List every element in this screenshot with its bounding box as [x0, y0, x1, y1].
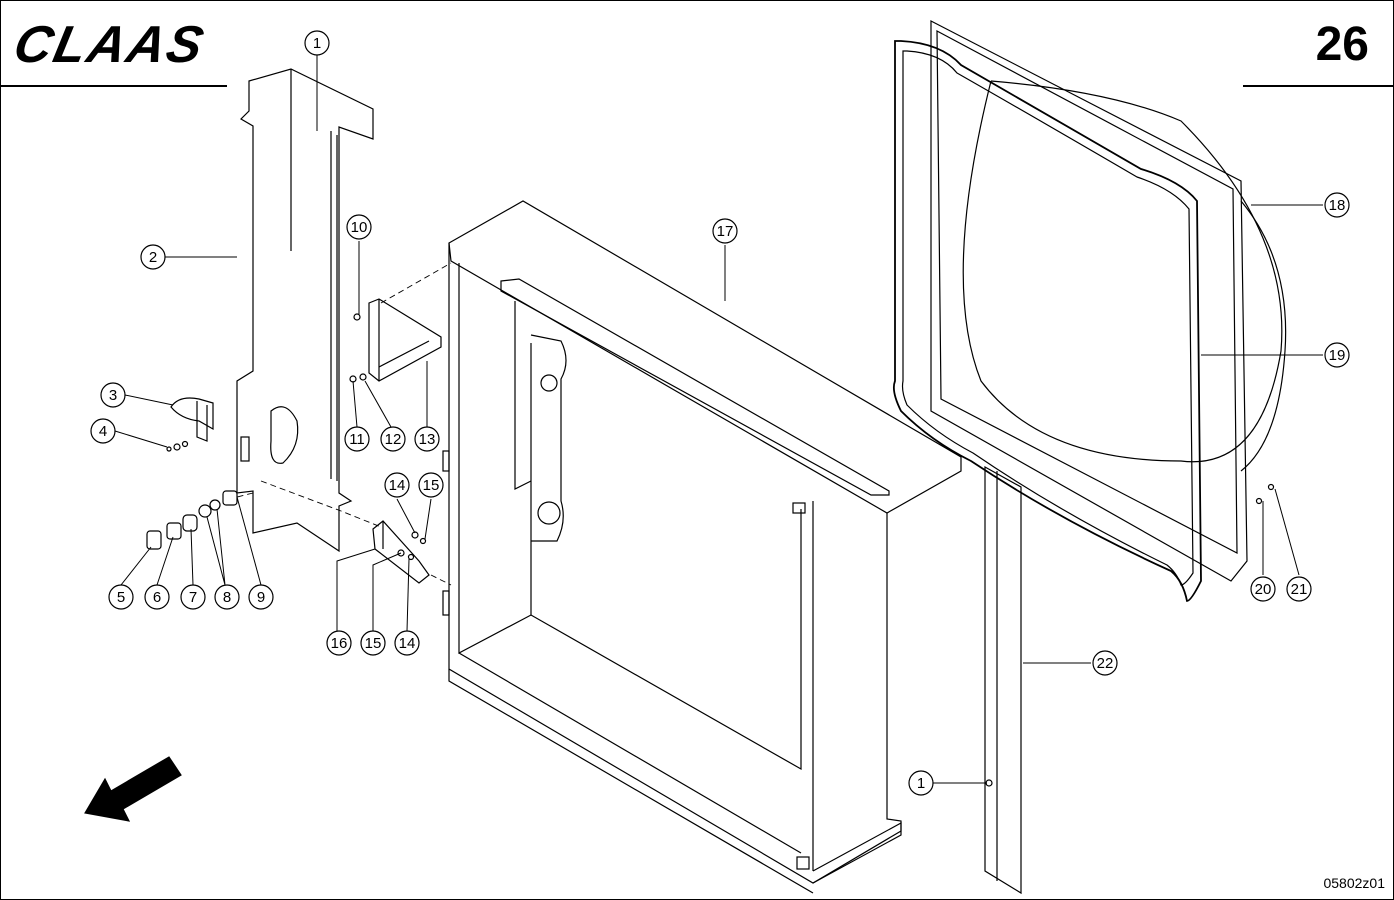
callout-3: 3 — [100, 382, 126, 408]
callout-18: 18 — [1324, 192, 1350, 218]
callout-7: 7 — [180, 584, 206, 610]
svg-text:19: 19 — [1329, 347, 1346, 364]
callout-14-upper: 14 — [384, 472, 410, 498]
callout-11: 11 — [344, 426, 370, 452]
callout-15-upper: 15 — [418, 472, 444, 498]
svg-text:14: 14 — [389, 477, 406, 494]
callout-5: 5 — [108, 584, 134, 610]
callout-9: 9 — [248, 584, 274, 610]
svg-text:5: 5 — [117, 589, 125, 606]
callout-17: 17 — [712, 218, 738, 244]
svg-text:9: 9 — [257, 589, 265, 606]
assembly-lines — [236, 262, 452, 586]
svg-text:22: 22 — [1097, 655, 1114, 672]
callout-15-lower: 15 — [360, 630, 386, 656]
svg-text:7: 7 — [189, 589, 197, 606]
part-fittings — [146, 490, 238, 550]
leader-lines — [114, 55, 1323, 784]
svg-text:2: 2 — [149, 249, 157, 266]
callout-6: 6 — [144, 584, 170, 610]
callout-4: 4 — [90, 418, 116, 444]
part-fan-shroud — [892, 20, 1287, 602]
svg-text:1: 1 — [313, 35, 321, 52]
callout-14-lower: 14 — [394, 630, 420, 656]
svg-text:18: 18 — [1329, 197, 1346, 214]
callout-bubbles: 1 2 3 4 5 6 7 8 9 10 11 12 13 14 15 16 1… — [90, 30, 1350, 796]
part-bracket — [349, 298, 442, 383]
callout-10: 10 — [346, 214, 372, 240]
svg-text:12: 12 — [385, 431, 402, 448]
svg-text:14: 14 — [399, 635, 416, 652]
callout-8: 8 — [214, 584, 240, 610]
svg-text:20: 20 — [1255, 581, 1272, 598]
svg-text:16: 16 — [331, 635, 348, 652]
callout-2: 2 — [140, 244, 166, 270]
callout-13: 13 — [414, 426, 440, 452]
svg-text:13: 13 — [419, 431, 436, 448]
callout-22: 22 — [1092, 650, 1118, 676]
svg-text:4: 4 — [99, 423, 107, 440]
callout-19: 19 — [1324, 342, 1350, 368]
callout-1-top: 1 — [304, 30, 330, 56]
callout-20: 20 — [1250, 576, 1276, 602]
svg-text:10: 10 — [351, 219, 368, 236]
svg-text:6: 6 — [153, 589, 161, 606]
svg-text:15: 15 — [423, 477, 440, 494]
callout-16: 16 — [326, 630, 352, 656]
svg-text:17: 17 — [717, 223, 734, 240]
part-handle — [166, 397, 214, 452]
arrow-down-left-icon — [84, 756, 182, 822]
callout-12: 12 — [380, 426, 406, 452]
part-small-bracket — [372, 520, 430, 584]
part-main-frame — [442, 200, 962, 894]
svg-text:11: 11 — [349, 431, 365, 448]
svg-text:21: 21 — [1291, 581, 1308, 598]
callout-21: 21 — [1286, 576, 1312, 602]
part-left-side-panel — [236, 68, 374, 553]
svg-text:1: 1 — [917, 775, 925, 792]
figure-code: 05802z01 — [1323, 875, 1385, 891]
svg-text:15: 15 — [365, 635, 382, 652]
part-right-side-strip — [984, 465, 1022, 895]
svg-text:3: 3 — [109, 387, 117, 404]
page-number: 26 — [1315, 18, 1369, 71]
brand-logo: CLAAS — [8, 16, 211, 74]
callout-1-bottom: 1 — [908, 770, 934, 796]
svg-text:8: 8 — [223, 589, 231, 606]
